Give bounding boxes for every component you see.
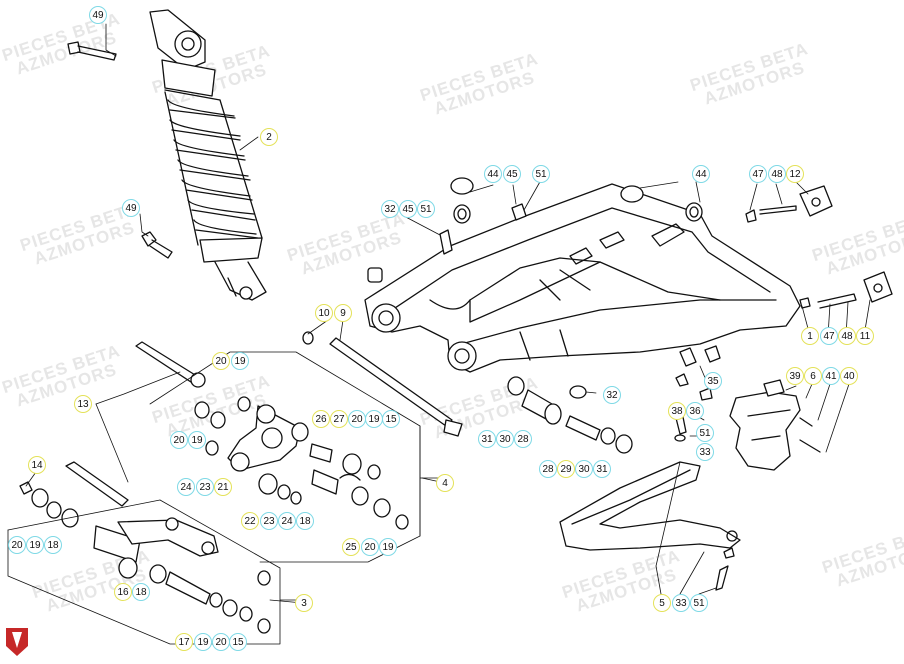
callout-31: 31 bbox=[478, 430, 496, 448]
callout-36: 36 bbox=[686, 402, 704, 420]
callout-20: 20 bbox=[170, 431, 188, 449]
callout-28: 28 bbox=[539, 460, 557, 478]
callout-20: 20 bbox=[361, 538, 379, 556]
callout-6: 6 bbox=[804, 367, 822, 385]
callout-31: 31 bbox=[593, 460, 611, 478]
callout-3: 3 bbox=[295, 594, 313, 612]
shock-absorber bbox=[149, 9, 267, 301]
callout-18: 18 bbox=[44, 536, 62, 554]
callout-18: 18 bbox=[132, 583, 150, 601]
callout-19: 19 bbox=[365, 410, 383, 428]
chain-guide bbox=[674, 373, 821, 471]
callout-35: 35 bbox=[704, 372, 722, 390]
callout-39: 39 bbox=[786, 367, 804, 385]
callout-33: 33 bbox=[672, 594, 690, 612]
callout-44: 44 bbox=[692, 165, 710, 183]
callout-32: 32 bbox=[381, 200, 399, 218]
callout-20: 20 bbox=[348, 410, 366, 428]
callout-47: 47 bbox=[820, 327, 838, 345]
linkage-rod bbox=[19, 461, 271, 634]
callout-10: 10 bbox=[315, 304, 333, 322]
callout-29: 29 bbox=[557, 460, 575, 478]
callout-49: 49 bbox=[122, 199, 140, 217]
callout-41: 41 bbox=[822, 367, 840, 385]
callout-44: 44 bbox=[484, 165, 502, 183]
callout-19: 19 bbox=[26, 536, 44, 554]
callout-47: 47 bbox=[749, 165, 767, 183]
callout-51: 51 bbox=[417, 200, 435, 218]
callout-16: 16 bbox=[114, 583, 132, 601]
callout-20: 20 bbox=[8, 536, 26, 554]
callout-2: 2 bbox=[260, 128, 278, 146]
rocker-linkage bbox=[135, 341, 409, 530]
callout-22: 22 bbox=[241, 512, 259, 530]
callout-20: 20 bbox=[212, 633, 230, 651]
beta-logo bbox=[6, 628, 28, 656]
callout-26: 26 bbox=[312, 410, 330, 428]
callout-9: 9 bbox=[334, 304, 352, 322]
callout-19: 19 bbox=[188, 431, 206, 449]
callout-51: 51 bbox=[696, 424, 714, 442]
callout-20: 20 bbox=[212, 352, 230, 370]
callout-23: 23 bbox=[260, 512, 278, 530]
callout-24: 24 bbox=[177, 478, 195, 496]
callout-13: 13 bbox=[74, 395, 92, 413]
callout-30: 30 bbox=[496, 430, 514, 448]
callout-24: 24 bbox=[278, 512, 296, 530]
swing-arm bbox=[364, 183, 801, 373]
callout-19: 19 bbox=[379, 538, 397, 556]
callout-17: 17 bbox=[175, 633, 193, 651]
callout-51: 51 bbox=[532, 165, 550, 183]
callout-21: 21 bbox=[214, 478, 232, 496]
callout-19: 19 bbox=[231, 352, 249, 370]
callout-48: 48 bbox=[838, 327, 856, 345]
callout-15: 15 bbox=[382, 410, 400, 428]
callout-27: 27 bbox=[330, 410, 348, 428]
callout-48: 48 bbox=[768, 165, 786, 183]
callout-1: 1 bbox=[801, 327, 819, 345]
callout-11: 11 bbox=[856, 327, 874, 345]
callout-30: 30 bbox=[575, 460, 593, 478]
chain-slider bbox=[559, 461, 741, 591]
callout-23: 23 bbox=[196, 478, 214, 496]
callout-14: 14 bbox=[28, 456, 46, 474]
callout-33: 33 bbox=[696, 443, 714, 461]
callout-51: 51 bbox=[690, 594, 708, 612]
callout-19: 19 bbox=[194, 633, 212, 651]
callout-40: 40 bbox=[840, 367, 858, 385]
callout-5: 5 bbox=[653, 594, 671, 612]
callout-18: 18 bbox=[296, 512, 314, 530]
callout-4: 4 bbox=[436, 474, 454, 492]
callout-49: 49 bbox=[89, 6, 107, 24]
callout-15: 15 bbox=[229, 633, 247, 651]
callout-32: 32 bbox=[603, 386, 621, 404]
callout-12: 12 bbox=[786, 165, 804, 183]
callout-28: 28 bbox=[514, 430, 532, 448]
callout-25: 25 bbox=[342, 538, 360, 556]
callout-38: 38 bbox=[668, 402, 686, 420]
callout-45: 45 bbox=[503, 165, 521, 183]
callout-45: 45 bbox=[399, 200, 417, 218]
